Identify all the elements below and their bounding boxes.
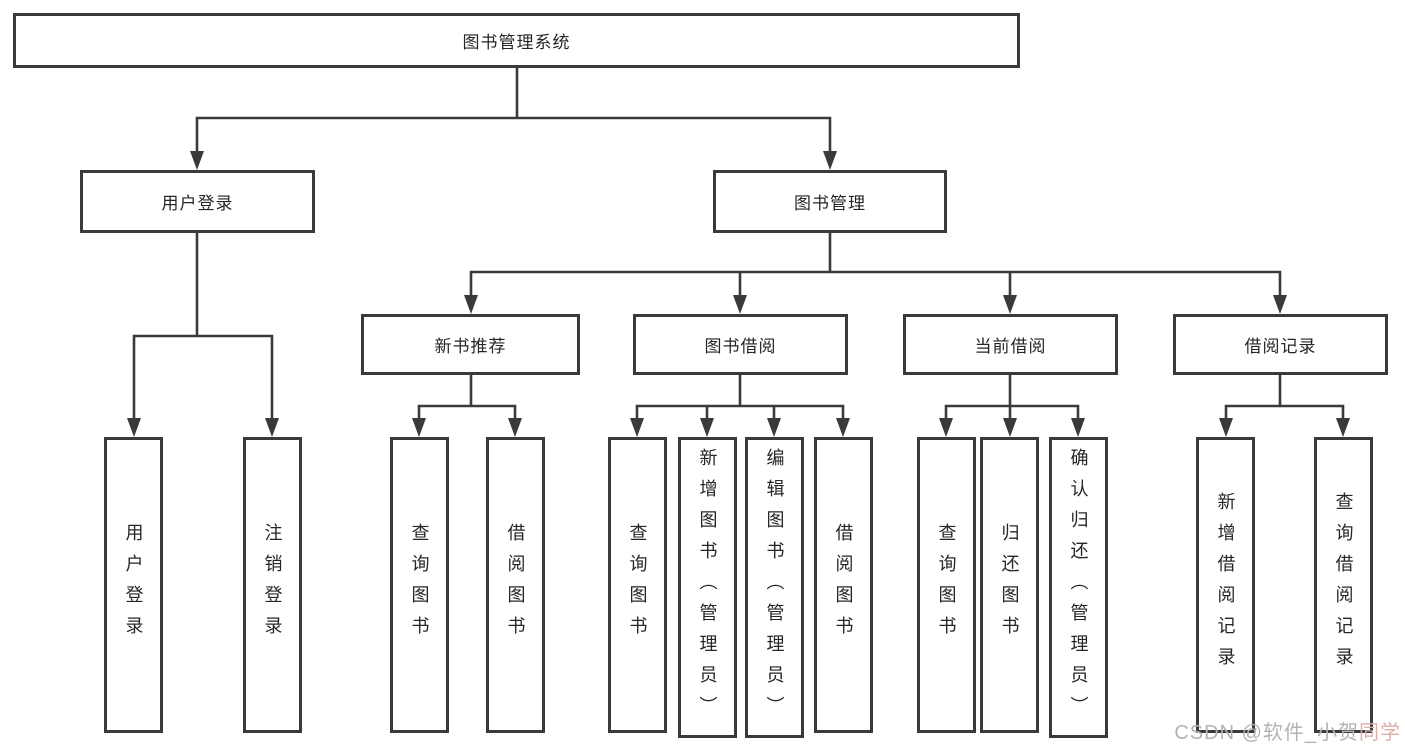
edge-records-branch [1224,404,1345,420]
leaf-query-borrow-record-label: 查询借阅记录 [1333,492,1354,678]
leaf-confirm-return-admin: 确认归还（管理员） [1049,437,1108,738]
leaf-logout: 注销登录 [243,437,302,733]
leaf-query-books-borrow-label: 查询图书 [627,523,648,647]
leaf-add-borrow-record: 新增借阅记录 [1196,437,1255,733]
node-user-login-label: 用户登录 [161,194,234,213]
leaf-query-books-current-label: 查询图书 [936,523,957,647]
node-root-label: 图书管理系统 [462,33,571,52]
edge-root-branch [195,116,832,153]
csdn-watermark: CSDN @软件_小贺同学 [1174,716,1401,745]
leaf-query-books-current: 查询图书 [917,437,976,733]
leaf-return-books: 归还图书 [980,437,1039,733]
leaf-query-books-borrow: 查询图书 [608,437,667,733]
node-book-borrow-label: 图书借阅 [704,337,777,356]
node-user-login: 用户登录 [80,170,315,233]
edge-bookmgmt-branch [469,270,1282,297]
node-new-book-recommend: 新书推荐 [361,314,580,375]
leaf-edit-books-admin: 编辑图书（管理员） [745,437,804,738]
leaf-user-login-label: 用户登录 [123,523,144,647]
leaf-add-books-admin-label: 新增图书（管理员） [697,448,718,727]
edge-borrow-branch [635,404,845,420]
node-root-system: 图书管理系统 [13,13,1020,68]
leaf-query-borrow-record: 查询借阅记录 [1314,437,1373,733]
leaf-borrow-books: 借阅图书 [814,437,873,733]
edge-userlogin-branch [132,334,274,420]
node-current-borrow: 当前借阅 [903,314,1118,375]
leaf-edit-books-admin-label: 编辑图书（管理员） [764,448,785,727]
leaf-add-borrow-record-label: 新增借阅记录 [1215,492,1236,678]
node-new-book-recommend-label: 新书推荐 [434,337,507,356]
leaf-add-books-admin: 新增图书（管理员） [678,437,737,738]
leaf-borrow-books-label: 借阅图书 [833,523,854,647]
node-book-management-label: 图书管理 [794,194,866,213]
node-current-borrow-label: 当前借阅 [974,337,1047,356]
csdn-watermark-text: CSDN @软件_小贺 [1174,722,1359,744]
csdn-watermark-accent: 同学 [1359,722,1401,744]
leaf-user-login: 用户登录 [104,437,163,733]
edge-current-branch [944,404,1080,420]
node-borrow-records: 借阅记录 [1173,314,1388,375]
leaf-logout-label: 注销登录 [262,523,283,647]
leaf-confirm-return-admin-label: 确认归还（管理员） [1068,448,1089,727]
node-book-management: 图书管理 [713,170,947,233]
arrowheads [127,151,1350,437]
node-book-borrow: 图书借阅 [633,314,848,375]
node-borrow-records-label: 借阅记录 [1244,337,1317,356]
leaf-borrow-books-recommend-label: 借阅图书 [505,523,526,647]
leaf-query-books-recommend-label: 查询图书 [409,523,430,647]
leaf-borrow-books-recommend: 借阅图书 [486,437,545,733]
edge-newbook-branch [417,404,517,420]
leaf-return-books-label: 归还图书 [999,523,1020,647]
leaf-query-books-recommend: 查询图书 [390,437,449,733]
